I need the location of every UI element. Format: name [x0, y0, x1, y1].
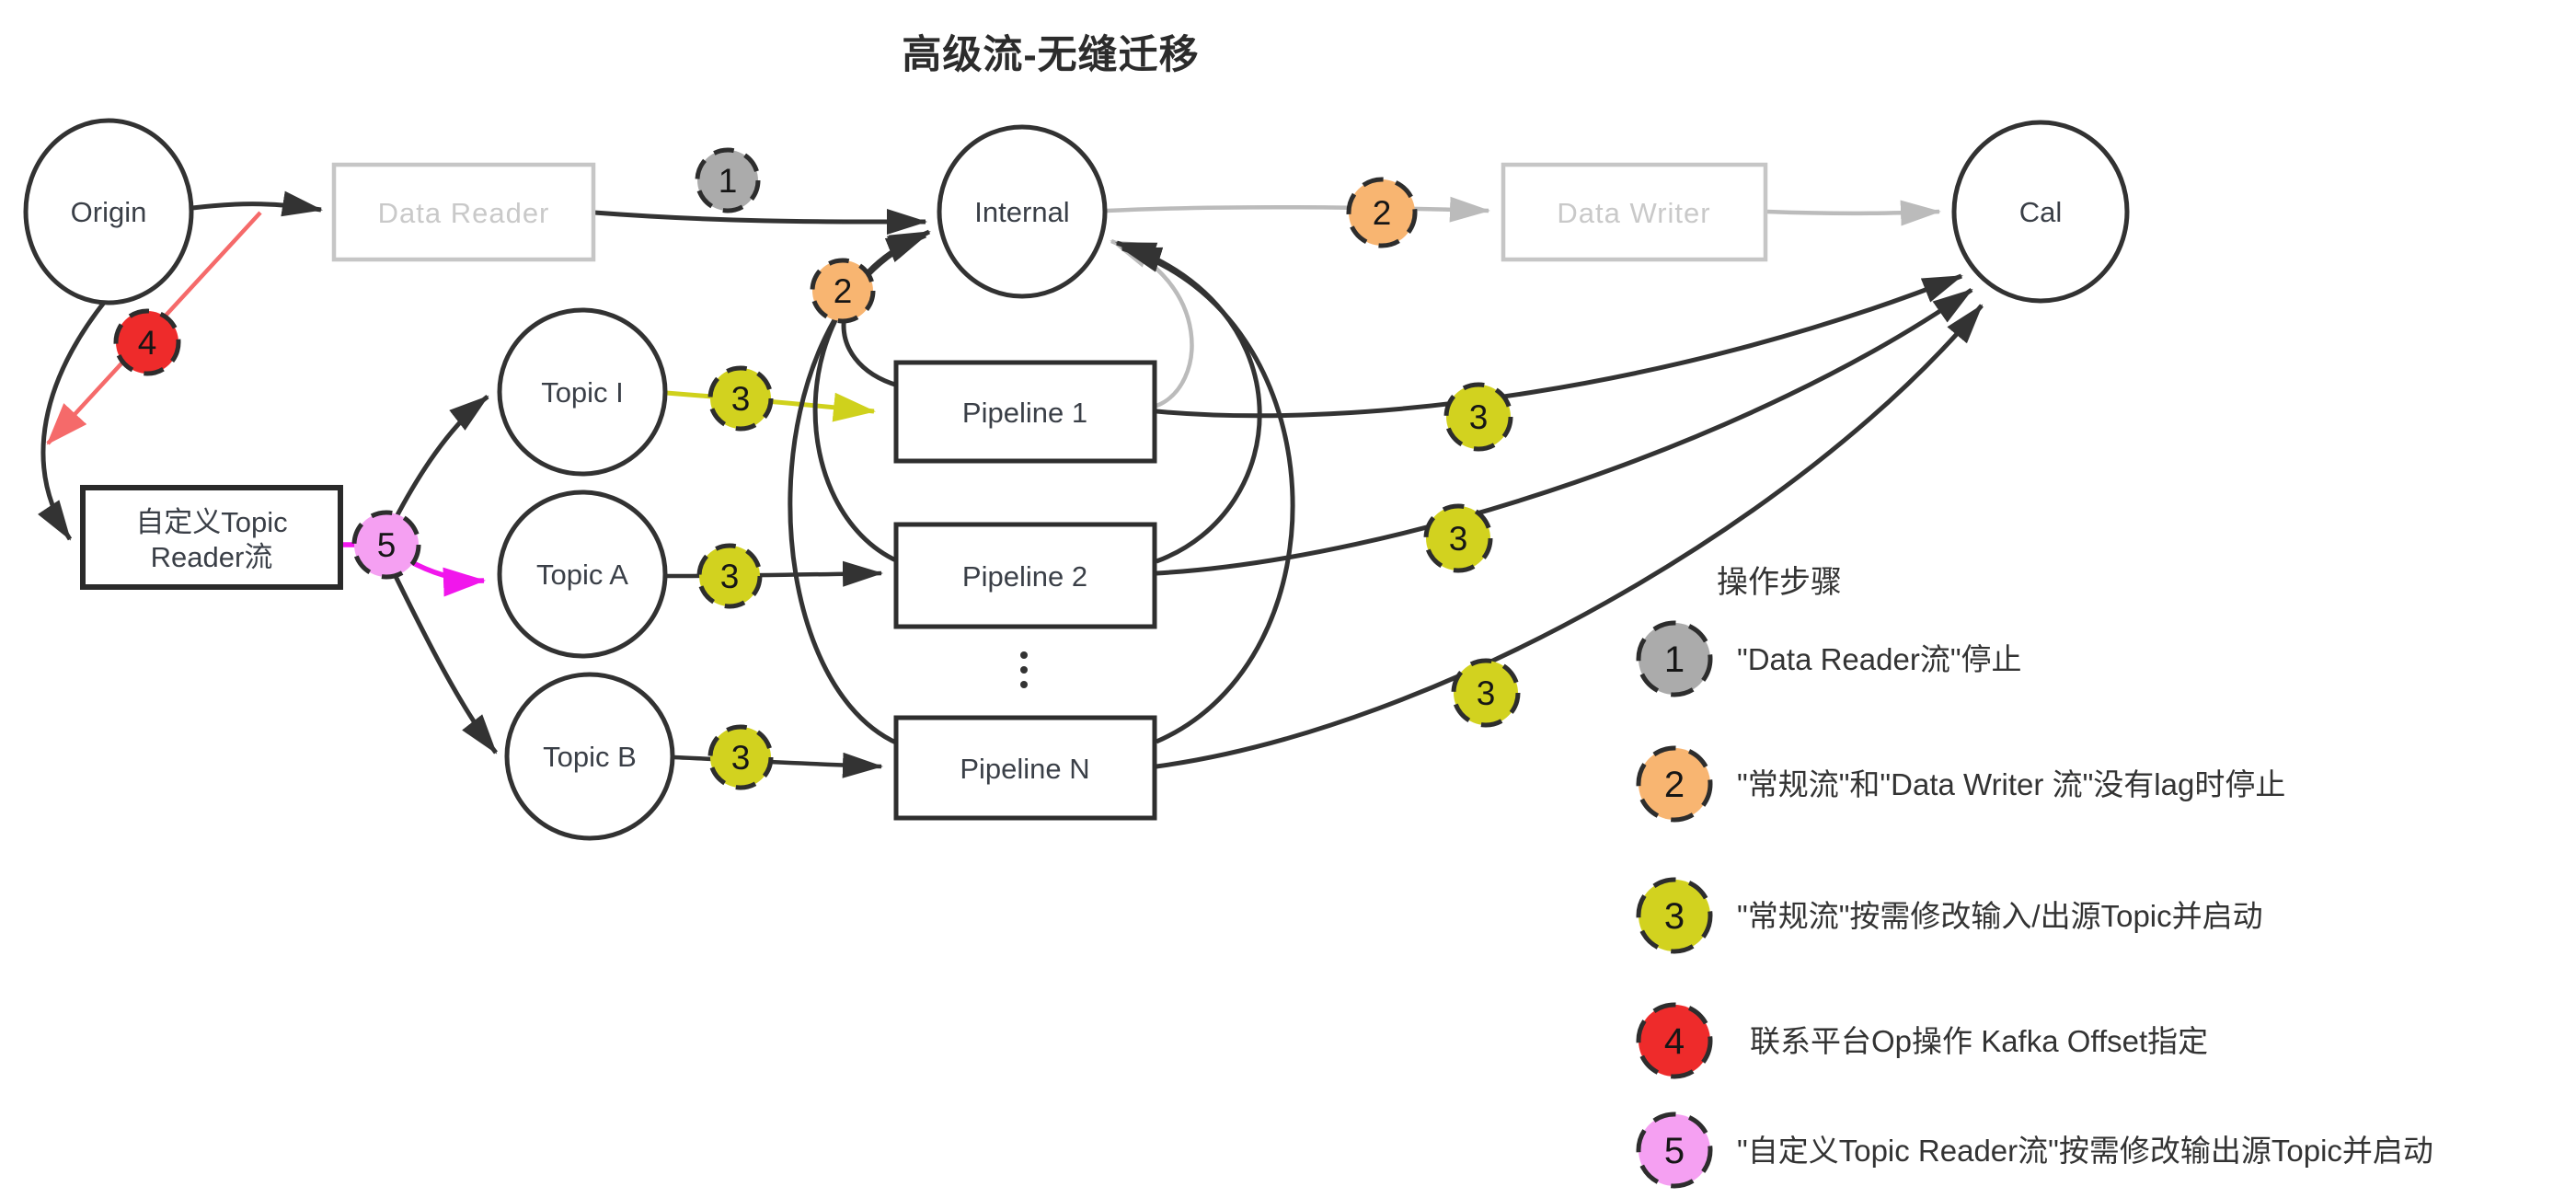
badge-step-5-num: 5 — [377, 526, 397, 564]
legend-item-3-label: "常规流"按需修改输入/出源Topic并启动 — [1737, 899, 2263, 933]
edge-pipelinen-cal — [1156, 304, 1984, 769]
pipeline-n-label: Pipeline N — [960, 753, 1089, 785]
edge-datawriter-cal — [1766, 200, 1941, 226]
node-data-writer: Data Writer — [1501, 162, 1768, 262]
node-topic-a: Topic A — [497, 490, 668, 659]
page-title: 高级流-无缝迁移 — [902, 33, 1199, 77]
node-pipeline-n: Pipeline N — [893, 715, 1157, 821]
node-topic-b: Topic B — [504, 672, 675, 841]
legend-item-4: 4 联系平台Op操作 Kafka Offset指定 — [1636, 1002, 2208, 1079]
badge-step-3-num: 3 — [1477, 674, 1496, 712]
badge-step-3-cal-1: 3 — [1443, 382, 1513, 452]
pipelines-ellipsis — [1020, 651, 1028, 688]
data-reader-label: Data Reader — [378, 197, 550, 229]
pipeline-2-label: Pipeline 2 — [962, 560, 1087, 593]
edge-topic-a-pipeline2 — [665, 560, 883, 587]
legend-item-3: 3 "常规流"按需修改输入/出源Topic并启动 — [1636, 877, 2263, 954]
edge-pipeline1-cal — [1156, 273, 1963, 419]
legend-item-1: 1 "Data Reader流"停止 — [1636, 620, 2022, 697]
badge-step-3-topic-b: 3 — [707, 724, 774, 790]
badge-step-3-cal-n: 3 — [1451, 658, 1521, 728]
edge-datareader-internal — [593, 209, 927, 236]
legend-item-5: 5 "自定义Topic Reader流"按需修改输出源Topic并启动 — [1636, 1112, 2433, 1189]
edge-pipeline2-cal — [1156, 287, 1973, 576]
badge-step-3-topic-i: 3 — [707, 365, 774, 432]
cal-label: Cal — [2019, 196, 2063, 228]
edge-pipelinen-internal-right — [1121, 246, 1295, 744]
topic-a-label: Topic A — [536, 559, 628, 591]
node-pipeline-1: Pipeline 1 — [893, 360, 1157, 464]
legend-header: 操作步骤 — [1717, 565, 1842, 600]
custom-reader-label-line2: Reader流 — [151, 541, 273, 573]
edge-internal-datawriter — [1106, 196, 1490, 223]
legend-item-1-label: "Data Reader流"停止 — [1737, 642, 2022, 676]
badge-step-5: 5 — [351, 510, 421, 580]
badge-step-3-num: 3 — [1449, 520, 1468, 558]
badge-step-3-cal-2: 3 — [1423, 503, 1493, 573]
node-topic-i: Topic I — [497, 307, 668, 477]
edge-topic-b-pipelinen — [673, 752, 883, 778]
badge-step-2-num: 2 — [1373, 194, 1392, 232]
badge-step-1: 1 — [695, 147, 761, 213]
badge-step-3-topic-a: 3 — [696, 543, 763, 609]
node-custom-topic-reader: 自定义Topic Reader流 — [80, 485, 343, 590]
nodes: Origin Data Reader Internal Data Writer … — [23, 118, 2130, 841]
edge-badge5-topic-i — [387, 395, 489, 531]
legend-item-4-num: 4 — [1664, 1021, 1685, 1062]
legend-item-2: 2 "常规流"和"Data Writer 流"没有lag时停止 — [1636, 745, 2285, 823]
pipeline-1-label: Pipeline 1 — [962, 397, 1087, 429]
legend-item-5-num: 5 — [1664, 1131, 1685, 1171]
node-pipeline-2: Pipeline 2 — [893, 522, 1157, 629]
legend: 操作步骤 1 "Data Reader流"停止 2 "常规流"和"Data Wr… — [1636, 565, 2433, 1189]
node-data-reader: Data Reader — [331, 162, 596, 262]
node-cal: Cal — [1951, 120, 2130, 304]
legend-item-1-num: 1 — [1664, 639, 1685, 680]
badge-step-3-num: 3 — [1469, 398, 1489, 436]
node-origin: Origin — [23, 118, 194, 305]
badge-step-2-num: 2 — [834, 272, 853, 310]
badge-step-1-num: 1 — [719, 162, 738, 200]
internal-label: Internal — [974, 196, 1069, 228]
badge-step-3-num: 3 — [720, 558, 740, 595]
edge-badge5-topic-b — [386, 561, 498, 755]
badge-step-4-num: 4 — [138, 324, 157, 362]
custom-reader-label-line1: 自定义Topic — [135, 506, 287, 538]
diagram-badges: 1 2 2 3 3 3 3 — [113, 147, 1521, 790]
badge-step-2-internal: 2 — [810, 258, 876, 324]
node-internal: Internal — [937, 124, 1108, 299]
legend-item-5-label: "自定义Topic Reader流"按需修改输出源Topic并启动 — [1737, 1134, 2433, 1168]
topic-i-label: Topic I — [541, 376, 624, 409]
badge-step-2-datawriter: 2 — [1346, 177, 1418, 248]
badge-step-4: 4 — [113, 308, 181, 376]
legend-item-3-num: 3 — [1664, 896, 1685, 937]
legend-item-2-label: "常规流"和"Data Writer 流"没有lag时停止 — [1737, 767, 2285, 801]
badge-step-3-num: 3 — [731, 739, 751, 777]
data-writer-label: Data Writer — [1557, 197, 1710, 229]
topic-b-label: Topic B — [543, 741, 637, 773]
legend-item-4-label: 联系平台Op操作 Kafka Offset指定 — [1750, 1024, 2208, 1058]
legend-item-2-num: 2 — [1664, 765, 1685, 805]
edge-origin-customreader — [38, 297, 109, 541]
origin-label: Origin — [71, 196, 147, 228]
edge-origin-datareader — [191, 190, 323, 217]
badge-step-3-num: 3 — [731, 380, 751, 418]
